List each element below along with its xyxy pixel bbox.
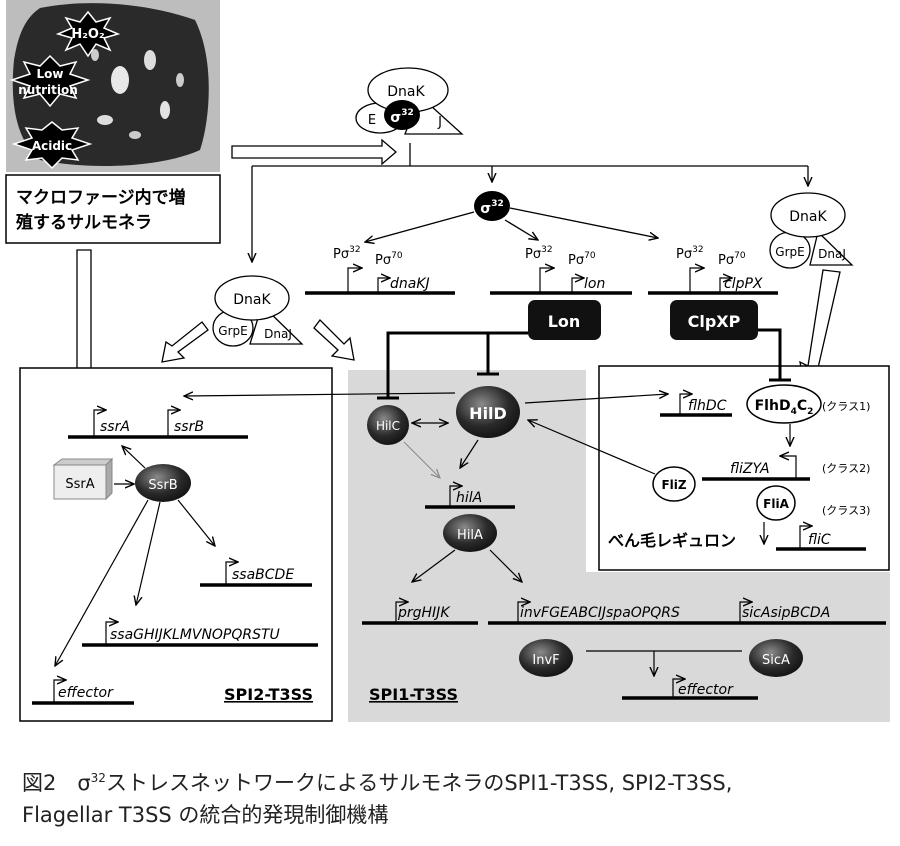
stress-acidic-label: Acidic	[32, 139, 72, 153]
class3-label: (クラス3)	[822, 504, 870, 517]
hild-protein	[456, 386, 520, 438]
flia-label: FliA	[763, 497, 789, 511]
figure-caption: 図2 σ32ストレスネットワークによるサルモネラのSPI1-T3SS, SPI2…	[22, 762, 732, 831]
gene-clpPX: Pσ32 Pσ70 clpPX	[648, 245, 778, 295]
stress-burst-acidic: Acidic	[11, 121, 93, 170]
ssaG-label: ssaGHIJKLMVNOPQRSTU	[110, 627, 280, 643]
clpPX-promoter-s70: Pσ70	[718, 251, 746, 268]
hila-protein	[443, 514, 497, 552]
gene-dnaKJ: Pσ32 Pσ70 dnaKJ	[305, 245, 455, 295]
prgHIJK-label: prgHIJK	[397, 605, 451, 621]
clpPX-promoter-s32: Pσ32	[676, 245, 704, 262]
sic-operon-label: sicAsipBCDA	[742, 605, 830, 621]
spi2-effector-label: effector	[58, 685, 114, 701]
dnaKJ-label: dnaKJ	[390, 276, 430, 292]
complex-e-label: E	[368, 113, 376, 128]
flia-protein	[756, 485, 796, 521]
lon-protein	[528, 300, 601, 340]
ssrA-label: ssrA	[100, 419, 130, 435]
photo-caption-box	[5, 174, 221, 244]
spi1-title: SPI1-T3SS	[369, 685, 458, 704]
flhDC-label: flhDC	[688, 398, 727, 414]
photo-caption-line2: 殖するサルモネラ	[16, 212, 152, 233]
ssrb-protein	[135, 464, 191, 502]
complex-dnak-label: DnaK	[387, 84, 425, 100]
spi2-box	[19, 367, 333, 722]
clpxp-protein	[670, 300, 758, 340]
fliZYA-label: fliZYA	[730, 461, 770, 477]
hila-label: HilA	[457, 528, 483, 543]
left-hollow-arrows	[161, 319, 355, 363]
lon-promoter-s32: Pσ32	[525, 245, 553, 262]
left-dnak-label: DnaK	[233, 292, 271, 308]
hilc-protein	[367, 405, 409, 445]
hilc-label: HilC	[376, 419, 400, 433]
ssaBCDE-label: ssaBCDE	[232, 567, 294, 583]
dnak-grpe-dnaj-left: DnaK GrpE DnaJ	[212, 275, 304, 347]
lon-inhibition	[377, 331, 528, 400]
lon-protein-label: Lon	[548, 312, 581, 331]
class1-label: (クラス1)	[822, 400, 870, 413]
dnak-grpe-dnaj-right: DnaK GrpE DnaJ	[769, 192, 854, 269]
right-dnak-label: DnaK	[789, 209, 827, 225]
macrophage-photo: H₂O₂ Low nutrition Acidic	[6, 0, 220, 172]
stress-nutrition-label: nutrition	[18, 83, 78, 97]
fliz-protein	[652, 466, 696, 502]
dnak-sigma32-complex: DnaK E J σ32	[355, 67, 464, 135]
clpxp-inhibition	[758, 328, 791, 382]
figure-caption-line1: 図2 σ32ストレスネットワークによるサルモネラのSPI1-T3SS, SPI2…	[22, 771, 733, 795]
figure-caption-line2: Flagellar T3SS の統合的発現制御機構	[22, 803, 389, 827]
invf-protein	[519, 639, 573, 677]
hild-label: HilD	[469, 404, 507, 423]
lon-label: lon	[584, 276, 605, 292]
ssra-protein-label: SsrA	[65, 477, 94, 492]
complex-j-label: J	[437, 115, 442, 130]
flagellar-box	[598, 365, 890, 571]
release-arrow	[231, 138, 397, 166]
flhdc-label: FlhD4C2	[755, 398, 814, 417]
stress-burst-low-nutrition: Low nutrition	[9, 54, 91, 108]
left-dnaj-label: DnaJ	[264, 327, 292, 341]
sigma32-node	[474, 191, 510, 221]
stress-low-label: Low	[37, 67, 64, 81]
inv-operon-label: invFGEABCIJspaOPQRS	[520, 605, 680, 621]
stress-burst-h2o2: H₂O₂	[55, 10, 121, 58]
lon-promoter-s70: Pσ70	[568, 251, 596, 268]
right-dnaj-label: DnaJ	[818, 247, 846, 261]
ssrB-label: ssrB	[174, 419, 204, 435]
ssra-protein: SsrA	[52, 457, 114, 501]
dnaKJ-promoter-s70: Pσ70	[375, 251, 403, 268]
left-grpe-label: GrpE	[218, 324, 247, 338]
hilA-label: hilA	[456, 490, 482, 506]
stress-h2o2-label: H₂O₂	[71, 27, 104, 42]
sica-label: SicA	[762, 653, 790, 668]
class2-label: (クラス2)	[822, 462, 870, 475]
fliz-label: FliZ	[661, 478, 686, 492]
flagellar-title: べん毛レギュロン	[608, 531, 736, 550]
invf-label: InvF	[532, 653, 559, 668]
gene-lon: Pσ32 Pσ70 lon	[490, 245, 632, 295]
flhdc-protein	[746, 384, 822, 424]
ssrb-label: SsrB	[148, 478, 177, 493]
clpxp-protein-label: ClpXP	[688, 312, 741, 331]
fliC-label: fliC	[808, 532, 831, 548]
spi1-effector-label: effector	[678, 682, 734, 698]
spi2-title: SPI2-T3SS	[224, 685, 313, 704]
right-grpe-label: GrpE	[775, 245, 804, 259]
sica-protein	[749, 639, 803, 677]
clpPX-label: clpPX	[724, 276, 763, 292]
dnaKJ-promoter-s32: Pσ32	[333, 245, 361, 262]
photo-caption-line1: マクロファージ内で増	[16, 187, 186, 208]
